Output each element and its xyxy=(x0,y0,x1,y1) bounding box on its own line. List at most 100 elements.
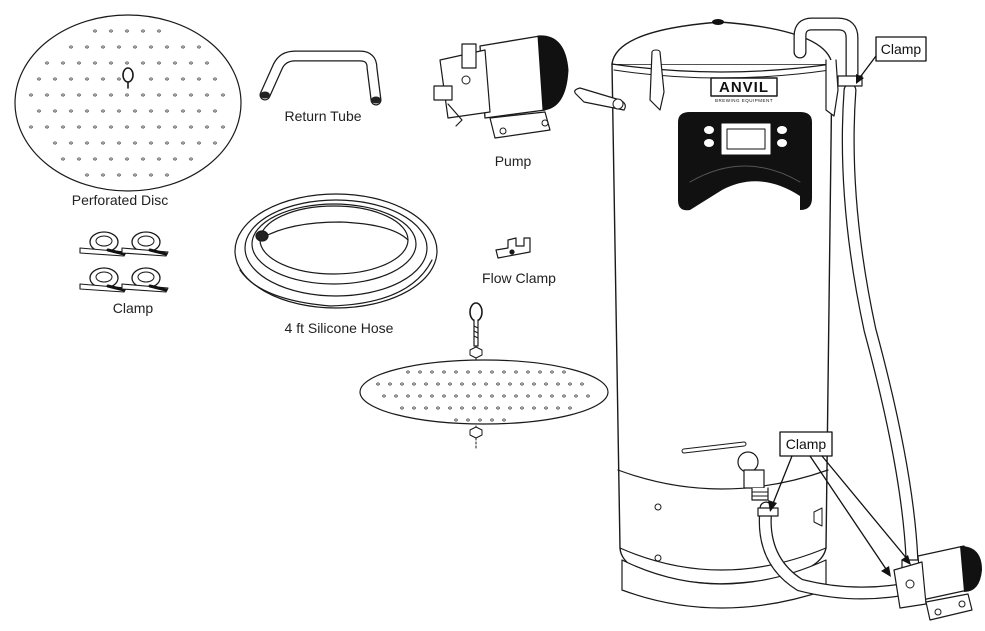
perforation-hole xyxy=(85,77,89,81)
perforation-hole xyxy=(197,77,201,81)
perforation-hole xyxy=(61,157,65,161)
perforation-hole xyxy=(568,406,572,410)
perforation-hole xyxy=(149,45,153,49)
perforation-hole xyxy=(454,394,458,398)
perforation-hole xyxy=(213,141,217,145)
perforation-hole xyxy=(117,173,121,177)
perforation-hole xyxy=(502,418,506,422)
perforation-hole xyxy=(472,382,476,386)
perforation-hole xyxy=(197,141,201,145)
perforation-hole xyxy=(520,406,524,410)
perforation-hole xyxy=(430,394,434,398)
top-clamp-callout: Clamp xyxy=(856,36,927,84)
perforation-hole xyxy=(165,173,169,177)
eye-bolt-icon xyxy=(469,302,483,322)
perforation-hole xyxy=(382,394,386,398)
perforation-hole xyxy=(109,125,113,129)
perforation-hole xyxy=(117,77,121,81)
perforation-hole xyxy=(117,45,121,49)
perforation-hole xyxy=(69,109,73,113)
perforation-hole xyxy=(109,157,113,161)
perforation-hole xyxy=(430,370,434,374)
perforation-hole xyxy=(562,394,566,398)
perforation-hole xyxy=(472,406,476,410)
perforation-hole xyxy=(221,93,225,97)
perforation-hole xyxy=(508,406,512,410)
perforation-hole xyxy=(544,382,548,386)
clamp-icon xyxy=(121,231,169,257)
perforation-hole xyxy=(77,157,81,161)
perforation-hole xyxy=(45,93,49,97)
perforation-hole xyxy=(400,406,404,410)
perforation-hole xyxy=(133,173,137,177)
perforation-hole xyxy=(149,109,153,113)
perforation-hole xyxy=(532,406,536,410)
perforation-hole xyxy=(502,370,506,374)
perforation-hole xyxy=(69,141,73,145)
perforation-hole xyxy=(53,77,57,81)
perforation-hole xyxy=(157,93,161,97)
clamp-icon xyxy=(121,267,169,293)
perforation-hole xyxy=(412,382,416,386)
perforation-hole xyxy=(442,394,446,398)
perforation-hole xyxy=(69,45,73,49)
perforation-hole xyxy=(125,125,129,129)
perforation-hole xyxy=(141,29,145,33)
perforation-hole xyxy=(149,77,153,81)
perforation-hole xyxy=(165,109,169,113)
perforation-hole xyxy=(53,141,57,145)
perforation-hole xyxy=(125,93,129,97)
svg-text:Clamp: Clamp xyxy=(881,41,922,57)
clamp-icon xyxy=(79,231,127,257)
perforation-hole xyxy=(109,93,113,97)
flow-clamp-illustration xyxy=(495,237,531,259)
perforation-hole xyxy=(29,125,33,129)
perforation-hole xyxy=(133,109,137,113)
perforation-hole xyxy=(165,77,169,81)
perforation-hole xyxy=(436,382,440,386)
perforation-hole xyxy=(173,93,177,97)
perforation-hole xyxy=(101,141,105,145)
perforation-hole xyxy=(574,394,578,398)
perforation-hole xyxy=(412,406,416,410)
perforation-hole xyxy=(165,45,169,49)
bottom-clamp-callout: Clamp xyxy=(768,431,911,577)
perforation-hole xyxy=(61,93,65,97)
perforation-hole xyxy=(221,125,225,129)
perforation-hole xyxy=(213,109,217,113)
perforation-hole xyxy=(550,370,554,374)
perforation-hole xyxy=(496,382,500,386)
perforation-hole xyxy=(101,77,105,81)
pump-illustration xyxy=(433,35,569,139)
perforation-hole xyxy=(189,125,193,129)
clamps-illustration xyxy=(79,231,169,293)
perforation-hole xyxy=(93,157,97,161)
perforation-hole xyxy=(466,370,470,374)
perforation-hole xyxy=(400,382,404,386)
perforation-hole xyxy=(117,109,121,113)
brand-tagline: BREWING EQUIPMENT xyxy=(715,98,773,103)
perforation-hole xyxy=(460,406,464,410)
perforation-hole xyxy=(173,61,177,65)
brewer-unit-illustration: ANVIL BREWING EQUIPMENT xyxy=(574,19,839,609)
perforation-hole xyxy=(556,406,560,410)
perforation-hole xyxy=(157,125,161,129)
perforation-hole xyxy=(520,382,524,386)
perforation-hole xyxy=(101,173,105,177)
perforation-hole xyxy=(125,61,129,65)
perforation-hole xyxy=(490,394,494,398)
perforation-hole xyxy=(490,370,494,374)
perforation-hole xyxy=(125,29,129,33)
perforation-hole xyxy=(189,61,193,65)
perforation-hole xyxy=(189,157,193,161)
perforation-hole xyxy=(406,370,410,374)
perforation-hole xyxy=(484,382,488,386)
perforated-disc-label: Perforated Disc xyxy=(72,192,168,208)
perforation-hole xyxy=(173,157,177,161)
mounted-pump-illustration xyxy=(893,545,982,621)
perforation-hole xyxy=(189,93,193,97)
perforation-hole xyxy=(93,125,97,129)
perforation-hole xyxy=(181,141,185,145)
perforation-hole xyxy=(466,394,470,398)
pump-label: Pump xyxy=(495,153,532,169)
